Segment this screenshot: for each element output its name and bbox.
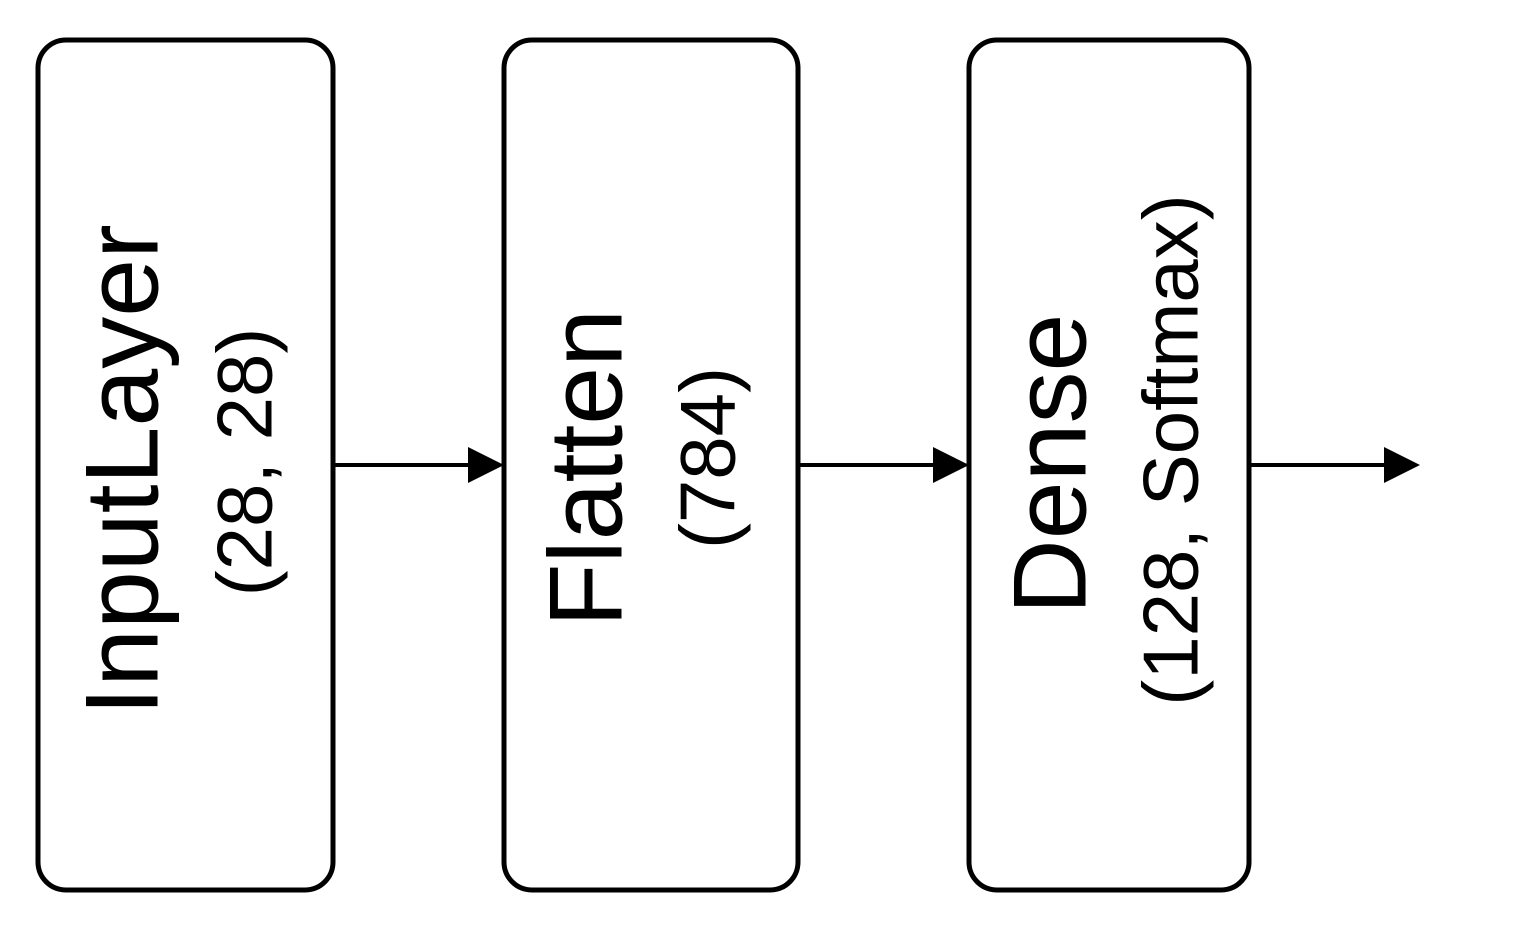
layer-node-dense: Dense (128, Softmax) [966,37,1252,893]
layer-node-input: InputLayer (28, 28) [35,37,336,893]
edge-flatten-to-dense [798,447,969,483]
layer-name-dense: Dense [992,314,1108,615]
layer-detail-flatten: (784) [664,367,752,549]
edge-input-to-flatten [333,447,504,483]
layer-name-flatten: Flatten [528,309,644,627]
edge-dense-output [1249,447,1420,483]
layer-detail-input: (28, 28) [201,328,289,597]
layer-node-flatten: Flatten (784) [501,37,801,893]
layer-detail-dense: (128, Softmax) [1127,194,1215,706]
arrowhead-icon [933,447,969,483]
arrowhead-icon [1384,447,1420,483]
arrowhead-icon [468,447,504,483]
layer-name-input: InputLayer [64,224,180,715]
